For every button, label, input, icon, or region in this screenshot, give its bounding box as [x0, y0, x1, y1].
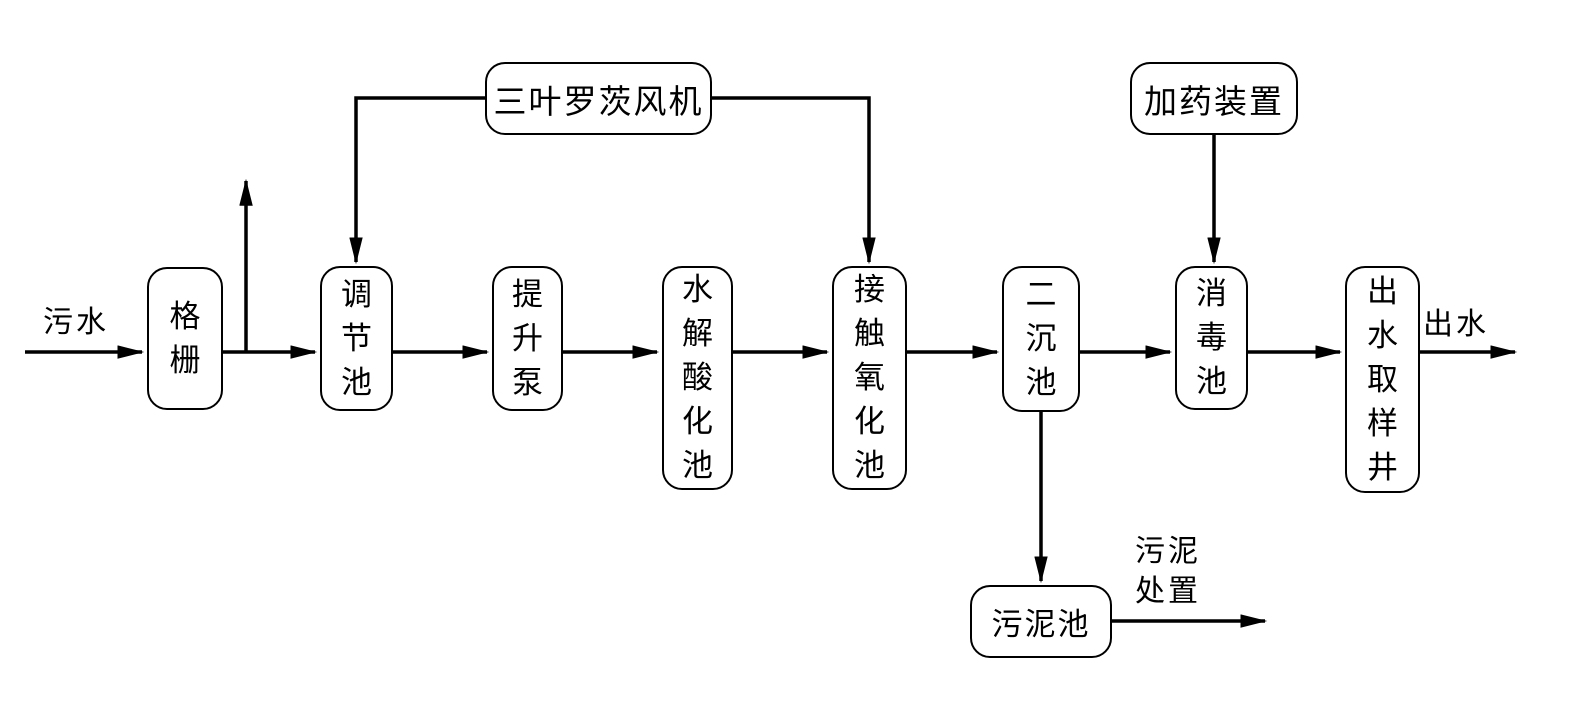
- node-effluent-sampling-well: 出 水 取 样 井: [1345, 266, 1420, 493]
- node-regulating-tank: 调 节 池: [320, 266, 393, 411]
- edge-blower-to-contact: [712, 96, 876, 265]
- node-contact-oxidation-tank: 接 触 氧 化 池: [832, 266, 907, 490]
- node-disinfection-tank: 消 毒 池: [1175, 266, 1248, 410]
- node-sludge-tank: 污泥池: [970, 585, 1112, 658]
- label-sludge-disposal: 污泥 处置: [1135, 534, 1201, 609]
- node-dosing-device: 加药装置: [1130, 62, 1298, 135]
- node-hydrolysis-acidification-tank: 水 解 酸 化 池: [662, 266, 733, 490]
- label-outflow: 出水: [1423, 307, 1489, 342]
- node-lift-pump: 提 升 泵: [492, 266, 563, 411]
- node-roots-blower: 三叶罗茨风机: [485, 62, 712, 135]
- node-secondary-sedimentation-tank: 二 沉 池: [1002, 266, 1080, 412]
- label-inflow: 污水: [43, 305, 109, 340]
- edge-blower-to-regulating: [349, 96, 485, 265]
- node-grate: 格 栅: [147, 267, 223, 410]
